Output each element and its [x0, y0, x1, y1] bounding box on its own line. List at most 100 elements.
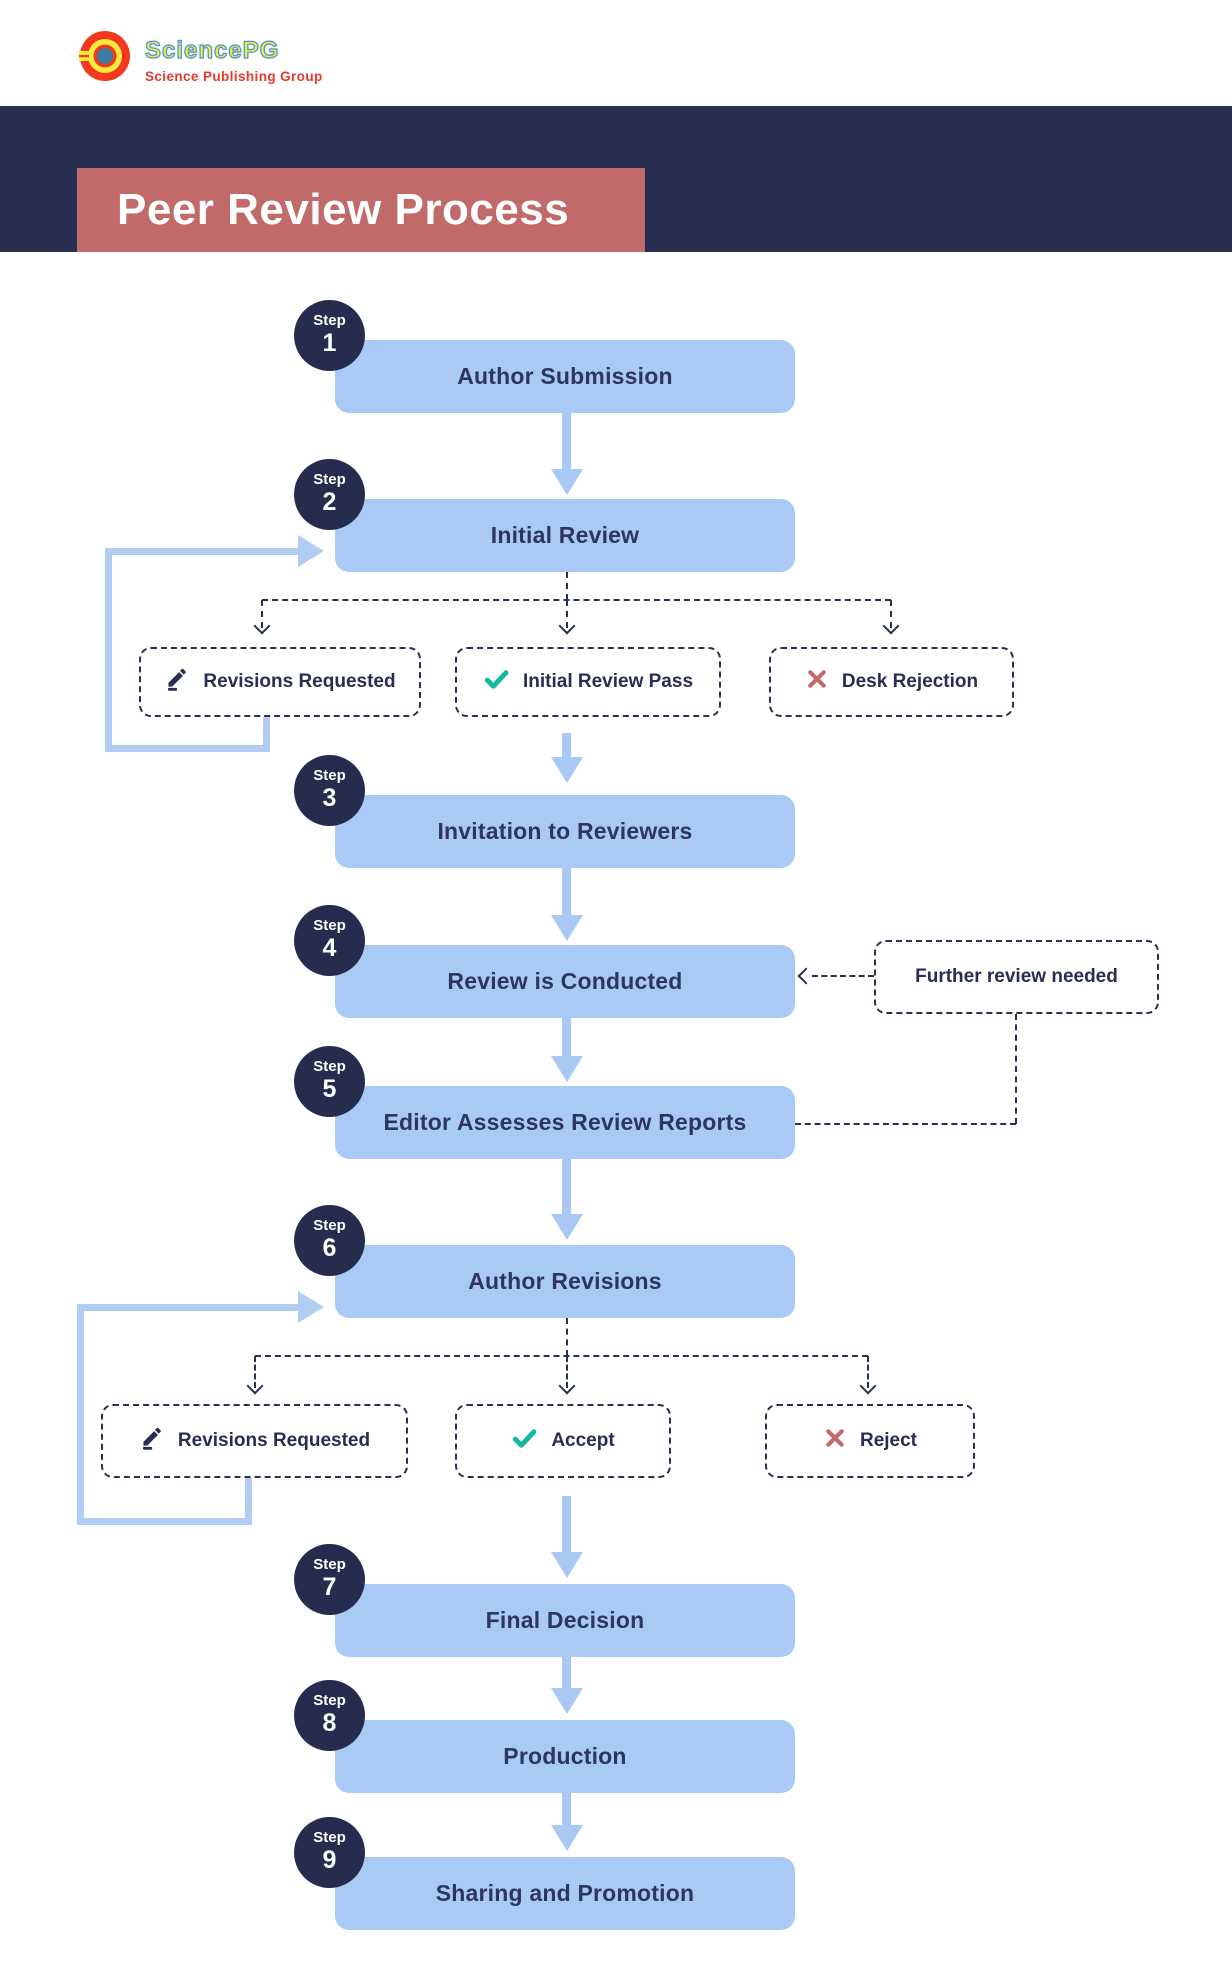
step-bar-invitation-to-reviewers: Invitation to Reviewers [335, 795, 795, 868]
decision-box-initial-review-pass: Initial Review Pass [455, 647, 721, 717]
header-band: Peer Review Process [0, 106, 1232, 252]
step-number: 7 [322, 1573, 337, 1602]
split2-drop-right [867, 1356, 869, 1388]
check-icon [483, 666, 510, 699]
pencil-icon [139, 1425, 165, 1457]
pencil-icon [164, 666, 190, 698]
page-title: Peer Review Process [117, 185, 570, 234]
loop2-bottom-segment [77, 1518, 252, 1525]
decision-label: Revisions Requested [203, 671, 396, 692]
header-top-strip: SciencePG Science Publishing Group [0, 0, 1232, 106]
flow-arrow-6 [562, 1496, 571, 1552]
flow-arrow-5 [562, 1159, 571, 1214]
logo-mark-icon [79, 30, 131, 82]
flow-arrow-3 [562, 868, 571, 915]
check-icon [511, 1425, 538, 1458]
flow-arrow-4 [562, 1018, 571, 1056]
decision-label: Revisions Requested [177, 1430, 371, 1451]
step-number: 4 [322, 934, 337, 963]
step-bar-editor-assesses-review-reports: Editor Assesses Review Reports [335, 1086, 795, 1159]
loop2-drop-segment [245, 1478, 252, 1525]
brand-tagline: Science Publishing Group [145, 69, 323, 85]
split1-drop-left [261, 600, 263, 628]
further-review-arrow-line [812, 975, 874, 977]
loop1-bottom-segment [105, 745, 270, 752]
further-review-across-line [795, 1123, 1016, 1125]
step-number: 5 [322, 1075, 337, 1104]
flow-arrowhead-3 [551, 915, 583, 941]
split1-drop-center [566, 600, 568, 628]
step-bar-production: Production [335, 1720, 795, 1793]
dashed-arrowhead-down-icon [882, 617, 900, 635]
dashed-arrowhead-down-icon [246, 1377, 264, 1395]
loop1-drop-segment [263, 717, 270, 752]
flow-arrowhead-2 [551, 757, 583, 783]
split1-rail [262, 599, 891, 601]
flow-arrow-2 [562, 733, 571, 757]
dashed-arrowhead-down-icon [558, 617, 576, 635]
decision-label: Initial Review Pass [522, 671, 694, 692]
flow-arrowhead-8 [551, 1825, 583, 1851]
step-word: Step [313, 471, 346, 489]
decision-box-reject: Reject [765, 1404, 975, 1478]
side-note-further-review-needed: Further review needed [874, 940, 1159, 1014]
decision-box-desk-rejection: Desk Rejection [769, 647, 1014, 717]
dashed-arrowhead-down-icon [253, 617, 271, 635]
flow-arrowhead-7 [551, 1688, 583, 1714]
publisher-logo: SciencePG Science Publishing Group [79, 30, 323, 84]
step-bar-initial-review: Initial Review [335, 499, 795, 572]
split2-drop-center [566, 1356, 568, 1388]
step-word: Step [313, 1692, 346, 1710]
x-icon [805, 667, 829, 697]
further-review-down-line [1015, 1014, 1017, 1124]
flow-arrowhead-6 [551, 1552, 583, 1578]
step-bar-author-submission: Author Submission [335, 340, 795, 413]
flow-arrowhead-1 [551, 469, 583, 495]
dashed-arrowhead-down-icon [859, 1377, 877, 1395]
loop2-top-segment [77, 1304, 298, 1311]
decision-box-revisions-requested-1: Revisions Requested [139, 647, 421, 717]
step-word: Step [313, 1556, 346, 1574]
step-bar-review-is-conducted: Review is Conducted [335, 945, 795, 1018]
step-bar-final-decision: Final Decision [335, 1584, 795, 1657]
step-number: 3 [322, 784, 337, 813]
brand-name: SciencePG [144, 37, 280, 64]
flow-arrow-1 [562, 413, 571, 469]
decision-label: Reject [859, 1430, 918, 1451]
step-number: 2 [322, 488, 337, 517]
step-number: 8 [322, 1709, 337, 1738]
flow-arrowhead-5 [551, 1214, 583, 1240]
step-bar-author-revisions: Author Revisions [335, 1245, 795, 1318]
loop1-rise-segment [105, 548, 112, 752]
step-word: Step [313, 312, 346, 330]
decision-label: Accept [551, 1430, 615, 1451]
decision-label: Desk Rejection [841, 671, 979, 692]
step-word: Step [313, 1058, 346, 1076]
split1-stem [566, 572, 568, 600]
decision-box-revisions-requested-2: Revisions Requested [101, 1404, 408, 1478]
step-number: 1 [322, 329, 337, 358]
dashed-arrowhead-left-icon [797, 967, 815, 985]
side-note-label: Further review needed [915, 966, 1118, 987]
split2-drop-left [254, 1356, 256, 1388]
flow-arrow-8 [562, 1793, 571, 1825]
split2-rail [255, 1355, 868, 1357]
step-word: Step [313, 1217, 346, 1235]
decision-box-accept: Accept [455, 1404, 671, 1478]
split2-stem [566, 1318, 568, 1356]
flow-arrowhead-4 [551, 1056, 583, 1082]
x-icon [823, 1426, 847, 1456]
loop1-top-segment [105, 548, 298, 555]
loop2-arrowhead [298, 1291, 324, 1323]
flow-arrow-7 [562, 1657, 571, 1688]
